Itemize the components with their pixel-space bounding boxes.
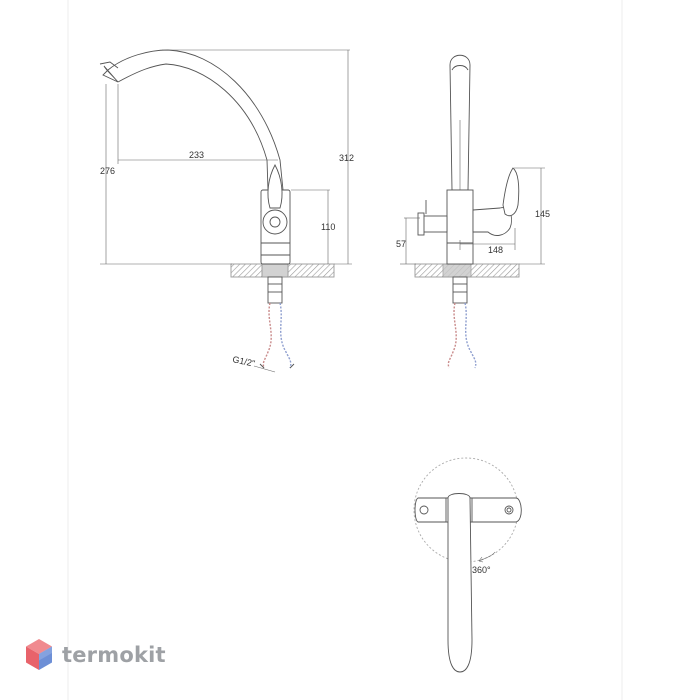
top-spout: [447, 493, 473, 673]
page-frame: [67, 0, 623, 700]
dim-145: 145: [535, 209, 550, 219]
front-view: [99, 49, 335, 369]
dim-276: 276: [100, 166, 115, 176]
brand-name: termokit: [62, 643, 166, 667]
brand-logo: termokit: [24, 636, 166, 674]
side-body: [446, 189, 474, 265]
front-dimension-lines: [100, 49, 352, 373]
dim-312: 312: [339, 153, 354, 163]
dim-148: 148: [488, 245, 503, 255]
front-lever: [267, 164, 283, 209]
dim-110: 110: [321, 222, 335, 232]
dim-57: 57: [396, 239, 406, 249]
side-dimension-lines: [400, 167, 545, 265]
front-spout: [107, 49, 284, 191]
termokit-logo-icon: [26, 639, 52, 670]
rotation-label: 360°: [472, 565, 491, 575]
thread-label: G1/2": [232, 354, 256, 369]
side-view: [414, 54, 520, 369]
top-view: [413, 457, 522, 673]
dim-233: 233: [189, 150, 204, 160]
